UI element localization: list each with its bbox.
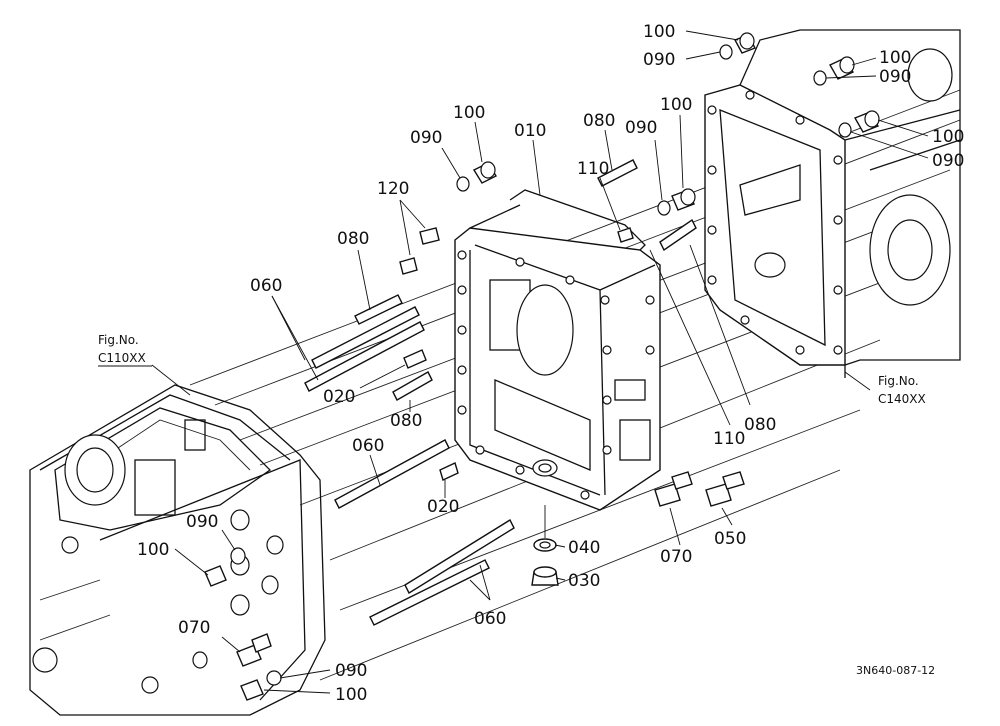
label-060-left: 060 xyxy=(250,276,282,296)
label-090-left: 090 xyxy=(186,512,218,532)
label-090-upper: 090 xyxy=(410,128,442,148)
figure-references: Fig.No. C110XX Fig.No. C140XX xyxy=(98,333,926,406)
leader-lines xyxy=(151,30,929,694)
stud-080-group xyxy=(354,159,697,401)
label-100-left: 100 xyxy=(137,540,169,560)
label-090-top: 090 xyxy=(643,50,675,70)
label-080-left: 080 xyxy=(337,229,369,249)
stud-060-group xyxy=(304,306,515,626)
label-100-right-1: 100 xyxy=(879,48,911,68)
dowel-group xyxy=(399,227,634,481)
label-080-upper: 080 xyxy=(583,111,615,131)
label-090-right-2: 090 xyxy=(932,151,964,171)
drain-plug-group xyxy=(531,505,559,586)
label-100-right-2: 100 xyxy=(932,127,964,147)
right-fig-code: C140XX xyxy=(878,392,926,406)
label-100-top: 100 xyxy=(643,22,675,42)
left-transmission-case xyxy=(29,384,326,716)
label-050: 050 xyxy=(714,529,746,549)
left-fig-label: Fig.No. xyxy=(98,333,139,347)
label-090-bottom: 090 xyxy=(335,661,367,681)
label-110-upper: 110 xyxy=(577,159,609,179)
drawing-code: 3N640-087-12 xyxy=(856,664,935,677)
label-100-bottom: 100 xyxy=(335,685,367,705)
label-090-right-1: 090 xyxy=(879,67,911,87)
center-housing-010 xyxy=(454,189,661,511)
label-100-upper: 100 xyxy=(453,103,485,123)
label-080-lower: 080 xyxy=(390,411,422,431)
washers-and-nuts xyxy=(204,32,880,701)
part-labels: 100 090 100 090 100 090 100 090 010 080 … xyxy=(137,22,964,705)
label-060-lower: 060 xyxy=(474,609,506,629)
label-110-lower: 110 xyxy=(713,429,745,449)
label-030: 030 xyxy=(568,571,600,591)
bolt-group xyxy=(236,471,745,667)
label-040: 040 xyxy=(568,538,600,558)
left-fig-code: C110XX xyxy=(98,351,146,365)
label-070-right: 070 xyxy=(660,547,692,567)
label-120: 120 xyxy=(377,179,409,199)
label-020-lower: 020 xyxy=(427,497,459,517)
label-010: 010 xyxy=(514,121,546,141)
label-080-right: 080 xyxy=(744,415,776,435)
right-fig-label: Fig.No. xyxy=(878,374,919,388)
label-090-mid: 090 xyxy=(625,118,657,138)
label-060-mid: 060 xyxy=(352,436,384,456)
right-housing xyxy=(704,29,961,378)
label-020-upper: 020 xyxy=(323,387,355,407)
label-100-mid: 100 xyxy=(660,95,692,115)
label-070-left: 070 xyxy=(178,618,210,638)
